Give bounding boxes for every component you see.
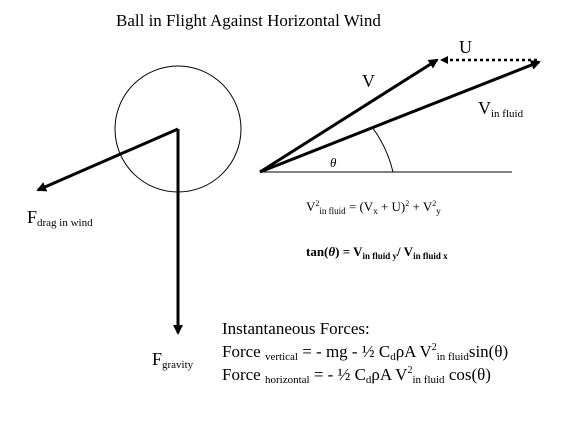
drag-force-label: Fdrag in wind [27,207,93,229]
velocity-in-fluid-label: Vin fluid [478,98,524,120]
tan-theta-equation: tan(θ) = Vin fluid y/ Vin fluid x [306,244,448,261]
vertical-force-equation: Force vertical = - mg - ½ CdρA V2in flui… [222,342,509,363]
wind-u-label: U [459,37,472,57]
velocity-v-arrow [259,58,439,174]
horizontal-force-equation: Force horizontal = - ½ CdρA V2in fluid c… [222,365,491,386]
gravity-force-label: Fgravity [152,349,194,371]
forces-heading: Instantaneous Forces: [222,319,370,338]
velocity-in-fluid-arrow [259,60,541,174]
theta-arc [371,126,394,173]
drag-force-arrow [36,127,179,192]
velocity-magnitude-equation: V2in fluid = (Vx + U)2 + V2y [306,199,441,216]
velocity-v-label: V [362,71,375,91]
theta-label: θ [330,155,337,170]
diagram-title: Ball in Flight Against Horizontal Wind [116,11,381,30]
